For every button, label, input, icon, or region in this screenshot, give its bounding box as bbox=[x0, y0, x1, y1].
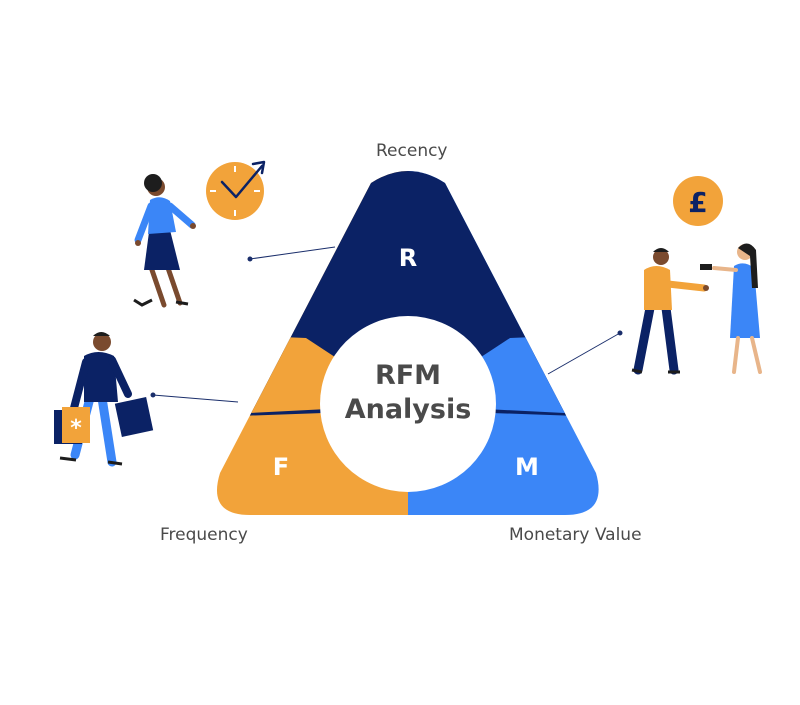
svg-text:£: £ bbox=[688, 186, 707, 219]
pound-icon: £ bbox=[673, 176, 723, 226]
center-title-line2: Analysis bbox=[345, 394, 472, 425]
monetary-value-label: Monetary Value bbox=[509, 525, 642, 545]
clock-icon bbox=[206, 160, 266, 220]
exchange-couple-illustration bbox=[631, 243, 762, 375]
shopper-illustration: * bbox=[54, 332, 154, 467]
svg-text:*: * bbox=[70, 416, 82, 441]
connector-lines bbox=[150, 246, 623, 403]
monetary-letter: M bbox=[515, 453, 539, 481]
walking-woman-illustration bbox=[133, 174, 196, 308]
frequency-label: Frequency bbox=[160, 525, 248, 545]
center-title-line1: RFM bbox=[375, 360, 441, 391]
monetary-connector bbox=[547, 332, 621, 375]
recency-letter: R bbox=[399, 244, 417, 272]
recency-label: Recency bbox=[376, 141, 448, 161]
frequency-connector bbox=[152, 394, 239, 403]
recency-connector bbox=[249, 246, 336, 260]
center-circle bbox=[320, 316, 496, 492]
frequency-letter: F bbox=[273, 453, 289, 481]
